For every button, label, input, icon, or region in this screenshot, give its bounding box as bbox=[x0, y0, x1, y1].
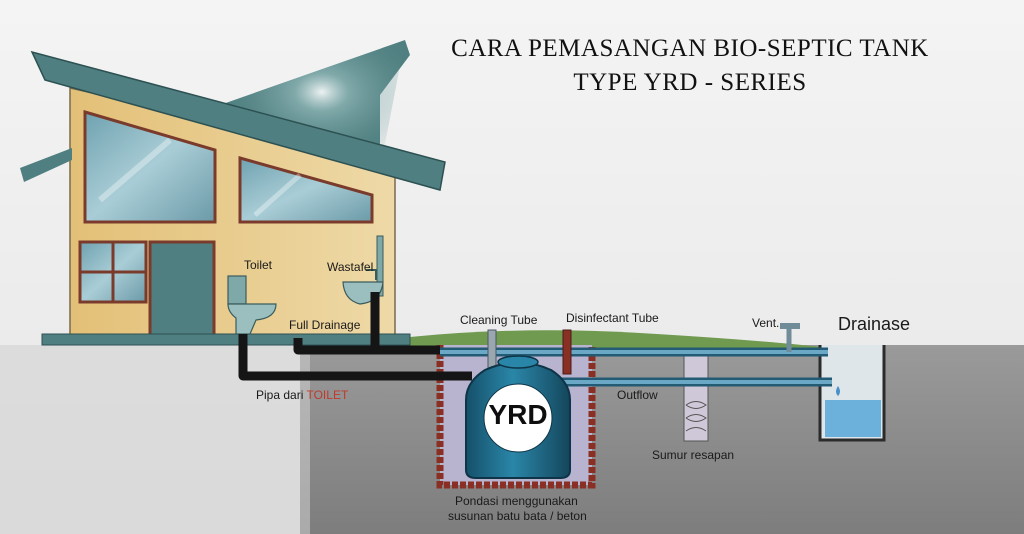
house-door bbox=[148, 240, 216, 338]
full-drainage-label: Full Drainage bbox=[289, 318, 361, 332]
title-line-2: TYPE YRD - SERIES bbox=[573, 69, 807, 96]
drainage-water bbox=[825, 400, 881, 437]
toilet-pipe bbox=[238, 334, 472, 381]
vent-label: Vent. bbox=[752, 316, 780, 330]
brick-foundation bbox=[436, 345, 596, 489]
grass-strip bbox=[410, 330, 830, 348]
sumur-resapan-label: Sumur resapan bbox=[652, 448, 735, 462]
pipa-toilet-text: TOILET bbox=[306, 388, 349, 402]
title-line-1: CARA PEMASANGAN BIO-SEPTIC TANK bbox=[451, 35, 929, 62]
pondasi-label-line-1: Pondasi menggunakan bbox=[455, 494, 578, 508]
disinfectant-tube-label: Disinfectant Tube bbox=[566, 311, 659, 325]
house-main-roof bbox=[30, 50, 446, 191]
tank-logo-circle bbox=[483, 383, 553, 453]
cleaning-tube-label: Cleaning Tube bbox=[460, 313, 538, 327]
house-floor-slab bbox=[41, 333, 411, 346]
tank-brand-label: YRD bbox=[488, 399, 548, 430]
drainase-label: Drainase bbox=[838, 314, 911, 334]
outflow-label: Outflow bbox=[617, 388, 658, 402]
right-window bbox=[238, 156, 374, 224]
big-window bbox=[83, 109, 217, 224]
tank-lid bbox=[497, 355, 539, 369]
toilet-icon bbox=[227, 275, 277, 335]
gravel-pattern bbox=[685, 401, 707, 432]
toilet-label: Toilet bbox=[244, 258, 273, 272]
sumur-resapan-well bbox=[683, 354, 709, 442]
ground-left-fade bbox=[0, 345, 310, 534]
disinfectant-tube bbox=[562, 329, 572, 375]
pipa-dari-toilet-label: Pipa dari TOILET bbox=[256, 388, 348, 402]
pipa-dari-text: Pipa dari bbox=[256, 388, 307, 402]
wastafel-label: Wastafel bbox=[327, 260, 374, 274]
pondasi-label-line-2: susunan batu bata / beton bbox=[448, 509, 587, 523]
water-drop-icon bbox=[836, 386, 840, 396]
full-drainage-pipe bbox=[293, 292, 440, 355]
roof-glow bbox=[220, 40, 405, 170]
house-left-eave bbox=[20, 148, 72, 182]
